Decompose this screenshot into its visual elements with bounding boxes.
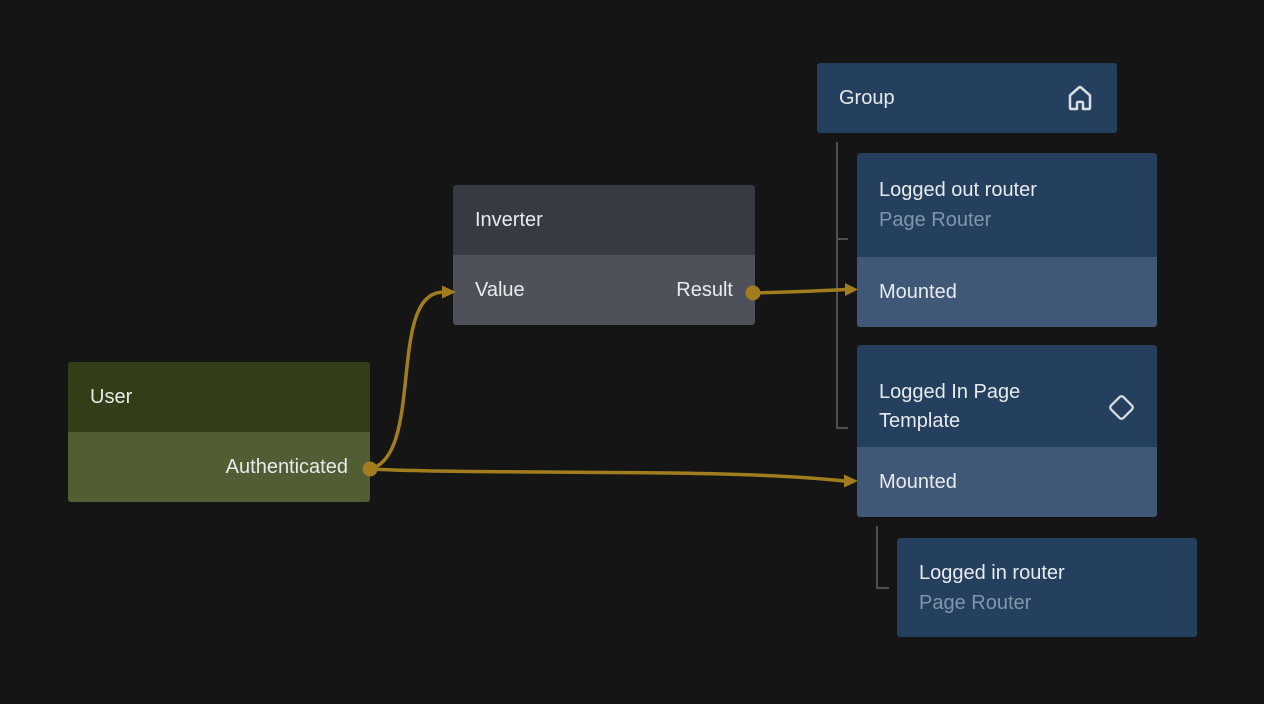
node-subtitle: Page Router xyxy=(879,209,992,231)
input-label: Value xyxy=(475,278,525,301)
node-title: Logged out router xyxy=(879,179,1037,201)
node-logged-in-router[interactable]: Logged in router Page Router xyxy=(897,538,1197,637)
node-inverter-header[interactable]: Inverter xyxy=(453,185,755,255)
node-logged-in-router-header[interactable]: Logged in router Page Router xyxy=(897,538,1197,637)
node-subtitle: Page Router xyxy=(919,591,1032,614)
node-user-header[interactable]: User xyxy=(68,362,370,432)
output-row-authenticated[interactable]: Authenticated xyxy=(68,432,370,502)
output-label: Authenticated xyxy=(225,455,348,478)
node-title: Logged in router xyxy=(919,561,1065,584)
node-title: Inverter xyxy=(475,209,543,231)
node-logged-out-router-header[interactable]: Logged out router Page Router xyxy=(857,153,1157,257)
node-title: User xyxy=(90,386,133,408)
io-row-value-result[interactable]: Value Result xyxy=(453,255,755,325)
node-group-header[interactable]: Group xyxy=(817,63,1117,133)
home-icon xyxy=(1065,83,1095,113)
node-title: Logged In Page Template xyxy=(879,381,1021,432)
node-title: Group xyxy=(839,87,895,109)
node-inverter[interactable]: Inverter Value Result xyxy=(453,185,755,325)
output-label: Result xyxy=(676,278,733,301)
hierarchy-line-logged-in-router xyxy=(876,526,889,589)
node-logged-in-page-template-header[interactable]: Logged In Page Template xyxy=(857,345,1157,447)
diamond-icon xyxy=(1108,394,1135,421)
edge-authenticated-to-mounted-template[interactable] xyxy=(368,467,858,488)
arrowhead-icon xyxy=(844,474,858,488)
edge-result-to-mounted-logged-out[interactable] xyxy=(751,283,858,296)
node-group[interactable]: Group xyxy=(817,63,1117,133)
node-user[interactable]: User Authenticated xyxy=(68,362,370,502)
input-row-mounted[interactable]: Mounted xyxy=(857,257,1157,327)
node-logged-in-page-template[interactable]: Logged In Page Template Mounted xyxy=(857,345,1157,517)
input-label: Mounted xyxy=(879,280,957,303)
input-label: Mounted xyxy=(879,470,957,493)
edge-authenticated-to-value[interactable] xyxy=(368,285,456,471)
hierarchy-line-group-children xyxy=(836,142,848,429)
input-row-mounted[interactable]: Mounted xyxy=(857,447,1157,517)
node-logged-out-router[interactable]: Logged out router Page Router Mounted xyxy=(857,153,1157,327)
